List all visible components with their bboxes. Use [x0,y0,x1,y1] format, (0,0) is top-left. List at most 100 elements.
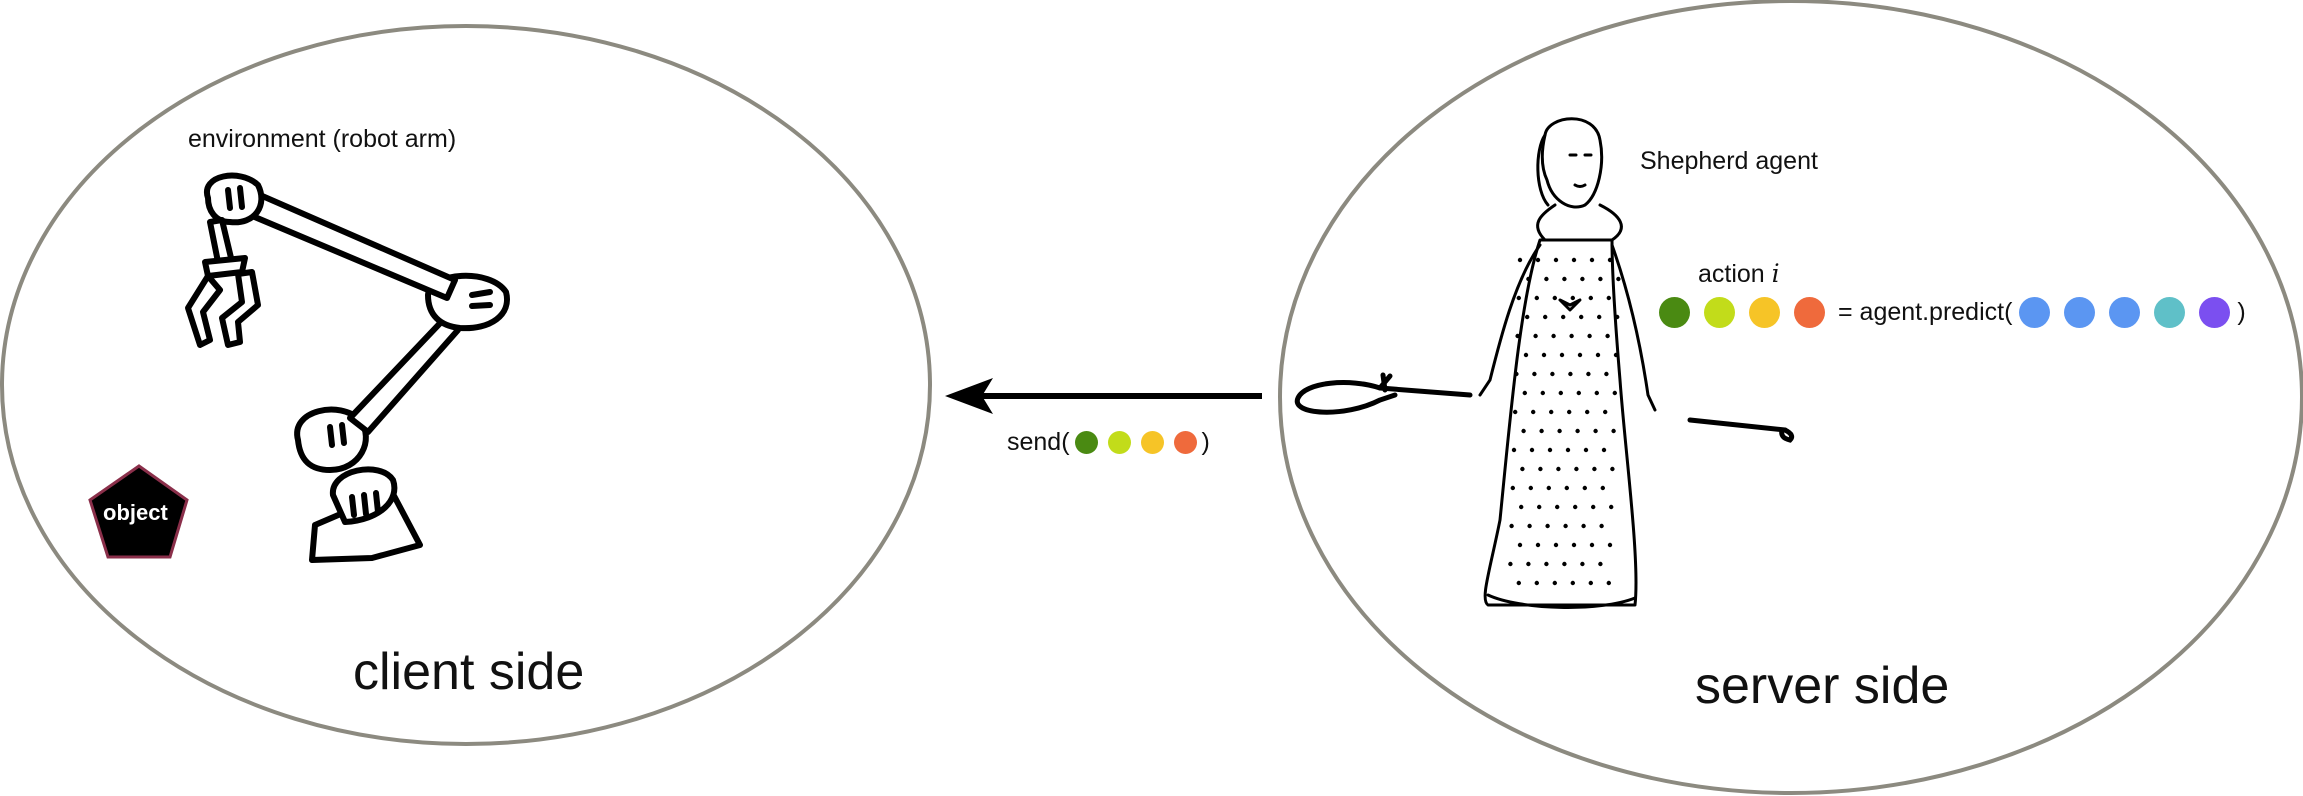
dress-dot [1589,257,1595,263]
shepherd-crook [1294,372,1795,443]
dress-dot [1570,580,1576,586]
observation-dot-1 [2019,297,2051,328]
dress-dot [1562,561,1567,567]
dress-dot [1535,257,1541,263]
dress-dot [1522,390,1528,396]
dress-dot [1579,314,1584,320]
dress-dot [1574,466,1579,472]
send-dot-4 [1173,431,1197,454]
action-dot-2 [1704,297,1735,328]
object-label: object [103,500,168,525]
predict-close: ) [2237,298,2246,326]
dress-dot [1521,428,1526,434]
dress-dot [1515,333,1520,339]
dress-dot [1519,504,1524,510]
dress-dot [1611,428,1616,434]
dress-dot [1601,447,1607,453]
dress-dot [1570,295,1576,301]
dress-dot [1526,276,1531,282]
dress-dot [1509,523,1514,529]
dress-dot [1586,371,1591,377]
dress-dot [1556,466,1561,472]
dress-dot [1557,428,1562,434]
dress-dot [1534,580,1540,586]
dress-dot [1528,485,1534,491]
dress-dot [1587,333,1592,339]
dress-dot [1577,352,1583,358]
dress-dot [1605,333,1610,339]
dress-dot [1580,561,1585,567]
action-index: i [1771,259,1780,288]
dress-dot [1616,276,1621,282]
dress-dot [1576,390,1582,396]
dress-dot [1582,485,1588,491]
send-dot-2 [1107,431,1131,454]
dress-dot [1581,523,1586,529]
predict-equation: = agent.predict( ) [1652,297,2246,328]
dress-dot [1598,561,1603,567]
action-text: action [1698,260,1765,288]
dress-dot [1568,371,1573,377]
send-arrow [945,378,1262,414]
dress-dot [1539,428,1544,434]
predict-text: = agent.predict( [1838,298,2013,326]
environment-label: environment (robot arm) [188,125,457,153]
dress-dot [1598,276,1603,282]
agent-label: Shepherd agent [1640,147,1818,175]
dress-dot [1558,390,1564,396]
dress-dot [1517,542,1523,548]
dress-dot [1607,542,1613,548]
dress-pattern [1508,257,1621,586]
dress-dot [1517,257,1523,263]
dress-dot [1565,447,1571,453]
dress-dot [1571,257,1577,263]
dress-dot [1571,542,1577,548]
send-message: send( ) [1007,428,1210,457]
dress-dot [1562,276,1567,282]
observation-dot-5 [2199,297,2231,328]
dress-dot [1609,504,1614,510]
dress-dot [1580,276,1585,282]
shepherd-illustration [1478,117,1657,609]
dress-dot [1588,295,1594,301]
client-side-label: client side [353,643,585,701]
dress-dot [1544,276,1549,282]
dress-dot [1526,561,1531,567]
dress-dot [1551,333,1556,339]
dress-dot [1561,314,1566,320]
dress-dot [1559,352,1565,358]
action-label: action i [1698,259,1780,289]
dress-dot [1511,447,1517,453]
dress-dot [1555,504,1560,510]
dress-dot [1600,485,1606,491]
observation-dot-2 [2064,297,2096,328]
dress-dot [1546,485,1552,491]
dress-dot [1523,352,1529,358]
dress-dot [1549,409,1554,415]
dress-dot [1569,333,1574,339]
robot-arm-illustration [185,172,510,563]
dress-dot [1552,580,1558,586]
dress-dot [1591,504,1596,510]
dress-dot [1537,504,1542,510]
dress-dot [1510,485,1516,491]
dress-dot [1583,447,1589,453]
dress-dot [1593,428,1598,434]
action-dot-1 [1659,297,1690,328]
dress-dot [1589,542,1595,548]
dress-dot [1525,314,1530,320]
send-dot-3 [1140,431,1164,454]
dress-dot [1538,466,1543,472]
dress-dot [1534,295,1540,301]
dress-dot [1604,371,1609,377]
dress-dot [1563,523,1568,529]
dress-dot [1606,295,1612,301]
dress-dot [1529,447,1535,453]
dress-dot [1535,542,1541,548]
dress-dot [1520,466,1525,472]
dress-dot [1540,390,1546,396]
dress-dot [1545,523,1550,529]
dress-dot [1575,428,1580,434]
dress-dot [1573,504,1578,510]
server-side-label: server side [1695,657,1950,715]
